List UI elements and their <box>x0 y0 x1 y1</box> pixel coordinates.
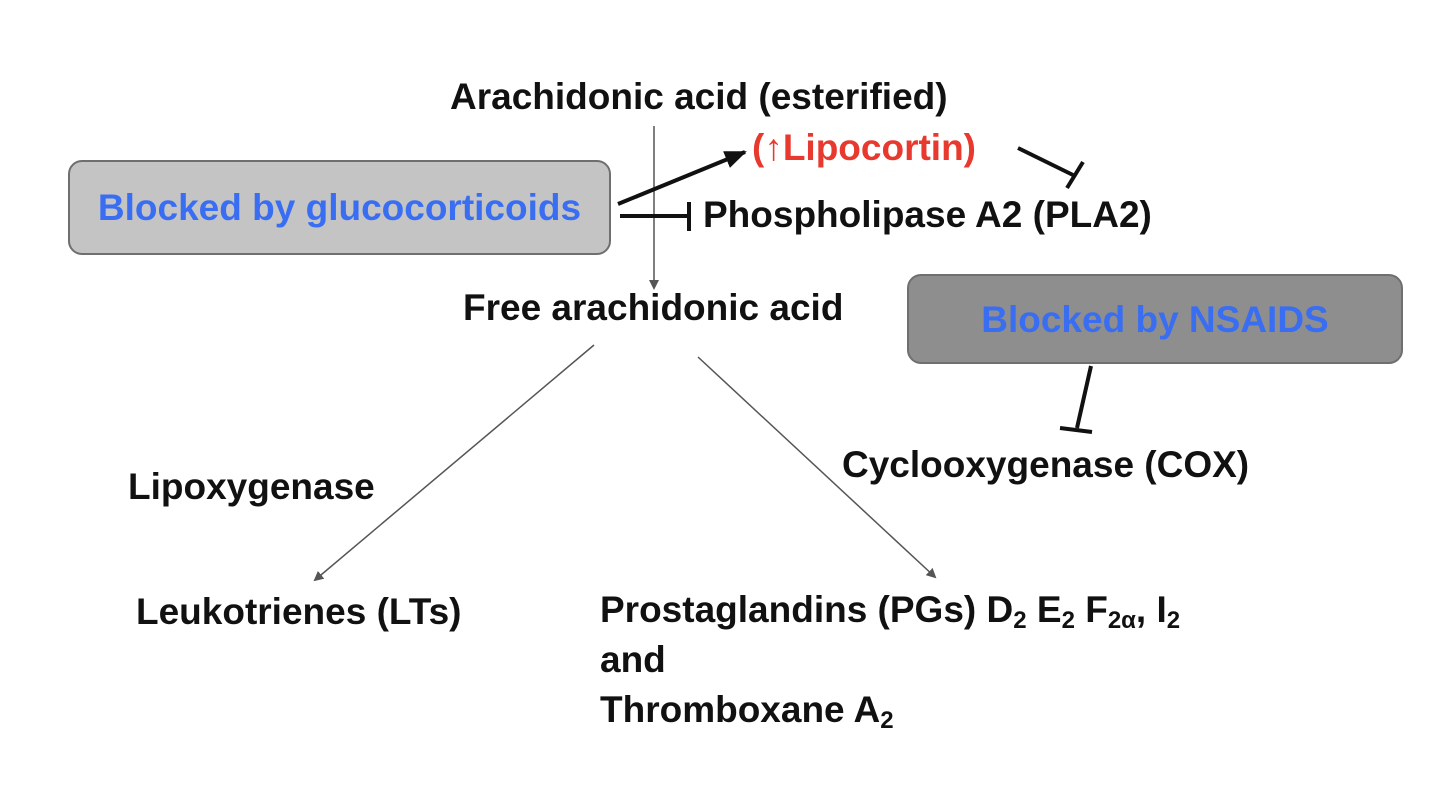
pg-e-subscript: 2 <box>1061 607 1075 634</box>
inhibit-nsaids-cox <box>1075 365 1093 429</box>
pg-e-text: E <box>1026 589 1062 630</box>
node-cox: Cyclooxygenase (COX) <box>842 444 1250 485</box>
node-pla2: Phospholipase A2 (PLA2) <box>703 194 1152 235</box>
label-lipoxygenase: Lipoxygenase <box>128 466 375 507</box>
node-prostaglandins-thromboxane: Prostaglandins (PGs) D2 E2 F2α, I2 and T… <box>600 585 1180 735</box>
thromboxane-subscript: 2 <box>880 707 894 734</box>
thromboxane-text: Thromboxane A <box>600 689 881 730</box>
node-arachidonic-esterified: Arachidonic acid (esterified) <box>450 76 948 117</box>
thromboxane-line: Thromboxane A2 <box>600 685 1180 735</box>
pg-f-text: F <box>1074 589 1108 630</box>
inhibit-lipocortin-pla2 <box>1017 146 1074 177</box>
arrow-free-to-leukotrienes <box>313 344 595 582</box>
pg-f-subscript: 2α <box>1107 607 1136 634</box>
nsaids-box: Blocked by NSAIDS <box>907 274 1403 364</box>
arrow-glucocorticoids-to-lipocortin <box>617 150 747 206</box>
pg-i-text: , I <box>1135 589 1167 630</box>
inhibit-bar-cox <box>1059 426 1093 434</box>
pg-d-subscript: 2 <box>1013 607 1027 634</box>
and-line: and <box>600 639 666 680</box>
inhibit-bar-lipocortin <box>1065 160 1085 190</box>
pg-i-subscript: 2 <box>1166 607 1181 634</box>
prostaglandins-text: Prostaglandins (PGs) D <box>600 589 1014 630</box>
glucocorticoids-box: Blocked by glucocorticoids <box>68 160 611 255</box>
node-leukotrienes: Leukotrienes (LTs) <box>136 591 462 632</box>
node-lipocortin: (↑Lipocortin) <box>752 127 977 168</box>
nsaids-label: Blocked by NSAIDS <box>981 298 1329 340</box>
arrow-free-to-prostaglandins <box>697 356 937 579</box>
node-free-arachidonic: Free arachidonic acid <box>463 287 844 328</box>
glucocorticoids-label: Blocked by glucocorticoids <box>97 187 582 228</box>
prostaglandins-line: Prostaglandins (PGs) D2 E2 F2α, I2 <box>600 585 1180 635</box>
